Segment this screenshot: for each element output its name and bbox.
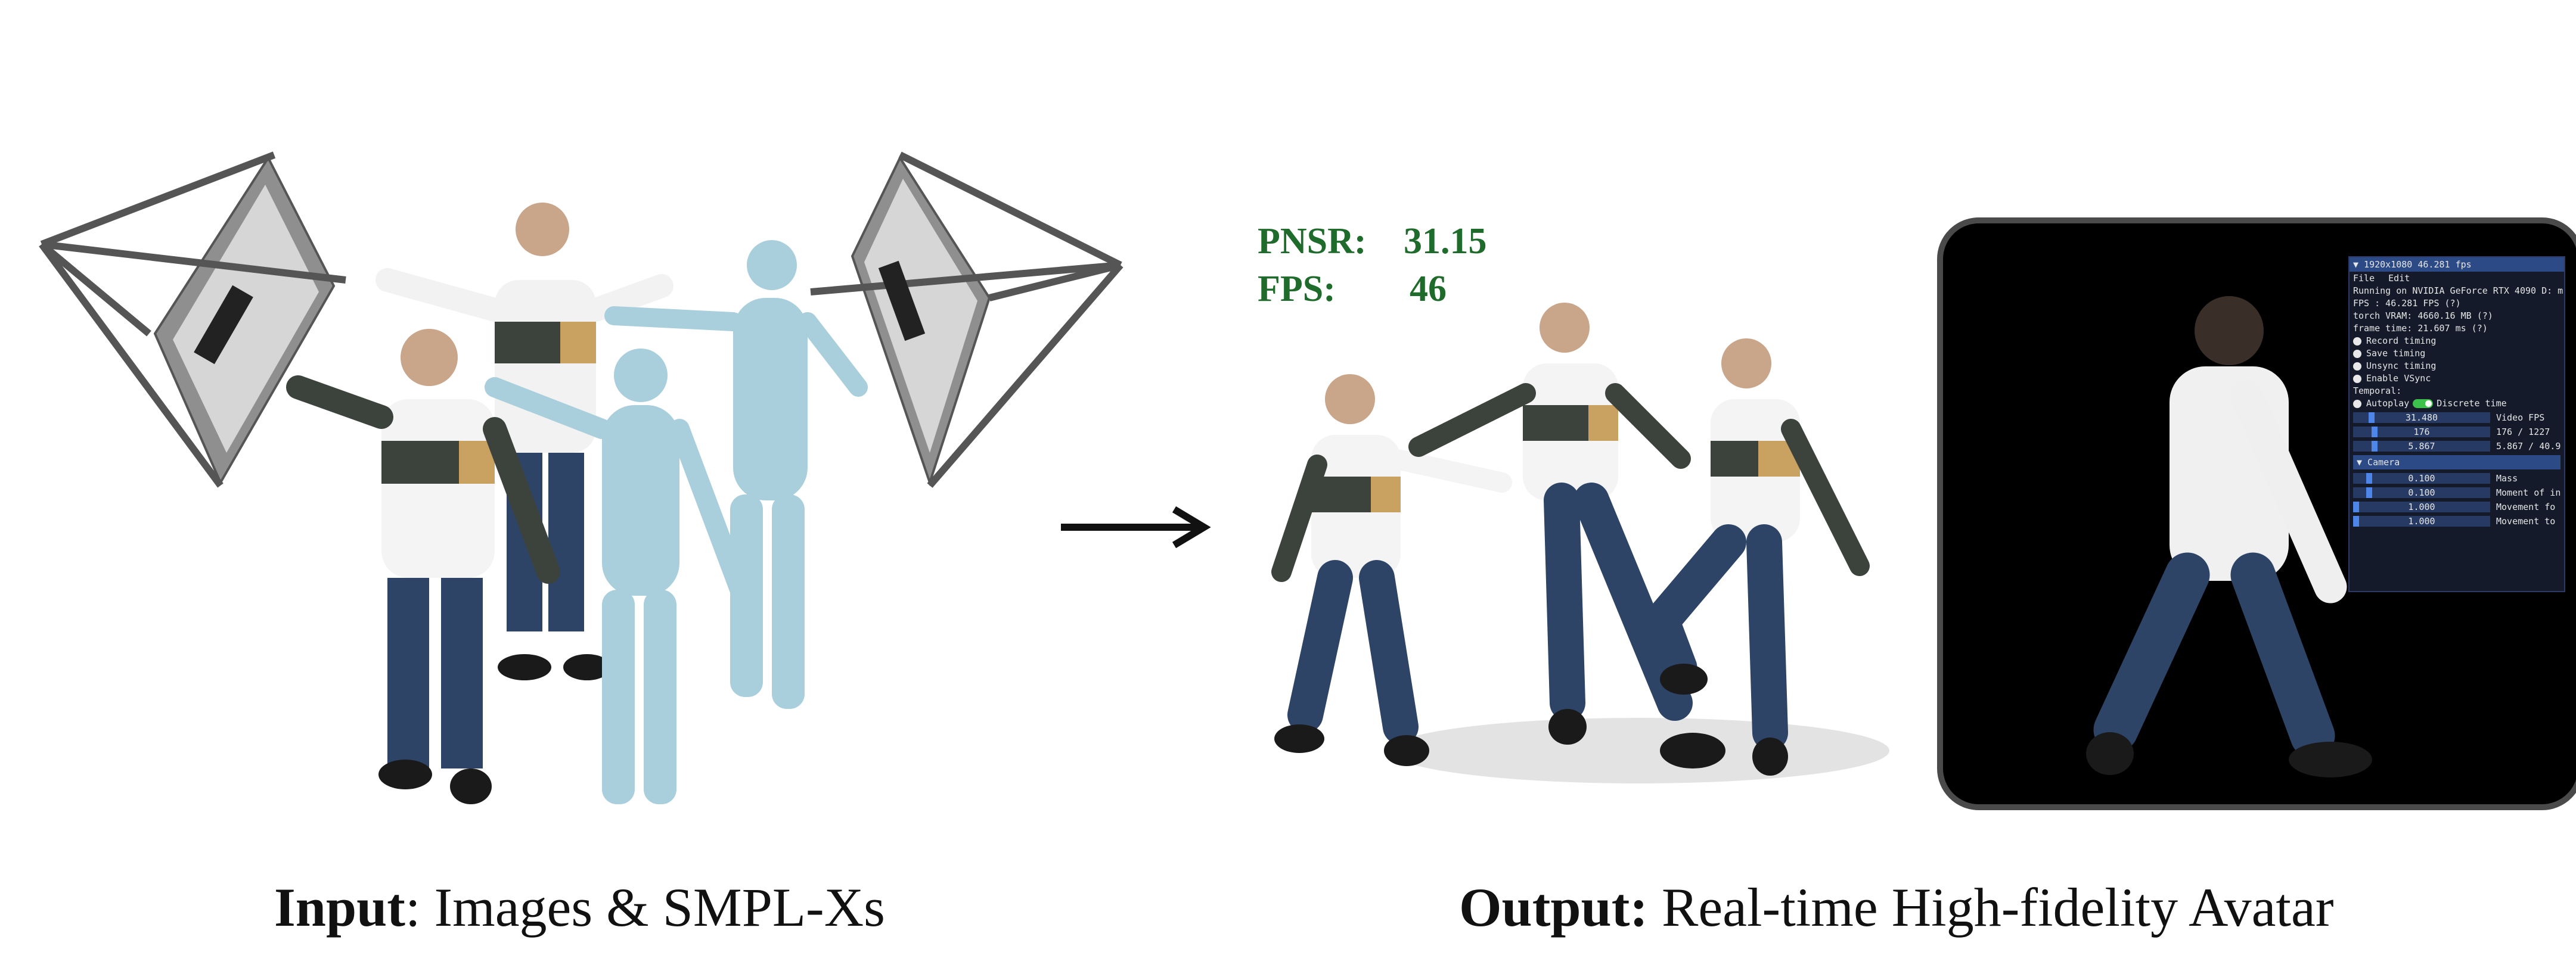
smplx-body-front [485,349,761,804]
output-caption-bold: Output: [1459,877,1648,938]
input-caption-bold: Input [274,877,405,938]
record-timing-checkbox[interactable]: Record timing [2350,335,2564,347]
slider-label: 5.867 / 40.9 [2496,441,2561,452]
time-slider[interactable]: 5.867 5.867 / 40.9 [2353,440,2561,453]
slider-value: 31.480 [2405,412,2438,423]
slider-value: 0.100 [2408,487,2435,498]
vram-info: torch VRAM: 4660.16 MB (?) [2353,310,2493,321]
output-caption-text: Real-time High-fidelity Avatar [1647,877,2334,938]
smplx-body-back [604,240,868,709]
frame-time-info: frame time: 21.607 ms (?) [2353,323,2488,334]
input-scene [39,151,1123,804]
right-camera-frustum [810,151,1123,488]
avatar-pose-3 [1645,338,1870,776]
slider-label: Movement fo [2496,502,2556,512]
viewer-control-panel: ▼ 1920x1080 46.281 fps File Edit Running… [2348,256,2565,592]
arrow-icon [1061,506,1211,549]
checkbox-label: Enable VSync [2366,373,2431,384]
enable-vsync-checkbox[interactable]: Enable VSync [2350,372,2564,385]
fps-value: 46 [1410,269,1447,309]
slider-value: 1.000 [2408,502,2435,512]
video-fps-slider[interactable]: 31.480 Video FPS [2353,411,2561,424]
slider-value: 5.867 [2408,441,2435,452]
person-front [286,329,560,804]
mass-slider[interactable]: 0.100 Mass [2353,472,2561,485]
slider-value: 1.000 [2408,516,2435,527]
checkbox-icon [2353,374,2361,383]
checkbox-label: Save timing [2366,348,2426,359]
save-timing-checkbox[interactable]: Save timing [2350,347,2564,360]
psnr-value: 31.15 [1404,221,1487,262]
menu-file[interactable]: File [2353,273,2375,284]
avatar-pose-1 [1271,374,1512,766]
checkbox-icon [2353,349,2361,358]
gpu-info: Running on NVIDIA GeForce RTX 4090 D: m [2353,285,2563,296]
slider-label: Movement to [2496,516,2556,527]
movement-torque-slider[interactable]: 1.000 Movement to [2353,515,2561,528]
camera-section-header[interactable]: ▼ Camera [2353,455,2561,469]
checkbox-icon [2353,337,2361,346]
psnr-label: PNSR: [1258,221,1367,262]
frame-index-slider[interactable]: 176 176 / 1227 [2353,425,2561,438]
panel-title[interactable]: ▼ 1920x1080 46.281 fps [2350,257,2564,272]
autoplay-label: Autoplay [2366,398,2410,409]
fps-label: FPS: [1258,269,1336,309]
fps-info: FPS : 46.281 FPS (?) [2353,298,2461,309]
autoplay-checkbox[interactable] [2353,399,2361,408]
checkbox-label: Record timing [2366,335,2437,346]
viewer-avatar [2086,296,2372,777]
checkbox-label: Unsync timing [2366,360,2437,371]
slider-label: Moment of in [2496,487,2561,498]
slider-value: 0.100 [2408,473,2435,484]
slider-value: 176 [2413,427,2430,437]
input-caption: Input: Images & SMPL-Xs [274,876,885,939]
discrete-time-label: Discrete time [2437,398,2507,409]
avatar-pose-2 [1408,303,1725,768]
realtime-viewer: ▼ 1920x1080 46.281 fps File Edit Running… [1937,217,2576,810]
panel-menu: File Edit [2350,272,2564,285]
input-caption-text: : Images & SMPL-Xs [405,877,885,938]
slider-label: Mass [2496,473,2518,484]
discrete-time-toggle[interactable] [2413,399,2434,408]
movement-force-slider[interactable]: 1.000 Movement fo [2353,500,2561,514]
slider-label: Video FPS [2496,412,2545,423]
output-avatars [1271,303,1889,783]
checkbox-icon [2353,362,2361,371]
slider-label: 176 / 1227 [2496,427,2550,437]
temporal-label: Temporal: [2353,385,2402,396]
temporal-controls: Autoplay Discrete time [2350,397,2564,410]
menu-edit[interactable]: Edit [2388,273,2410,284]
unsync-timing-checkbox[interactable]: Unsync timing [2350,360,2564,372]
output-caption: Output: Real-time High-fidelity Avatar [1459,876,2333,939]
moment-of-inertia-slider[interactable]: 0.100 Moment of in [2353,486,2561,499]
left-camera-frustum [39,151,346,488]
